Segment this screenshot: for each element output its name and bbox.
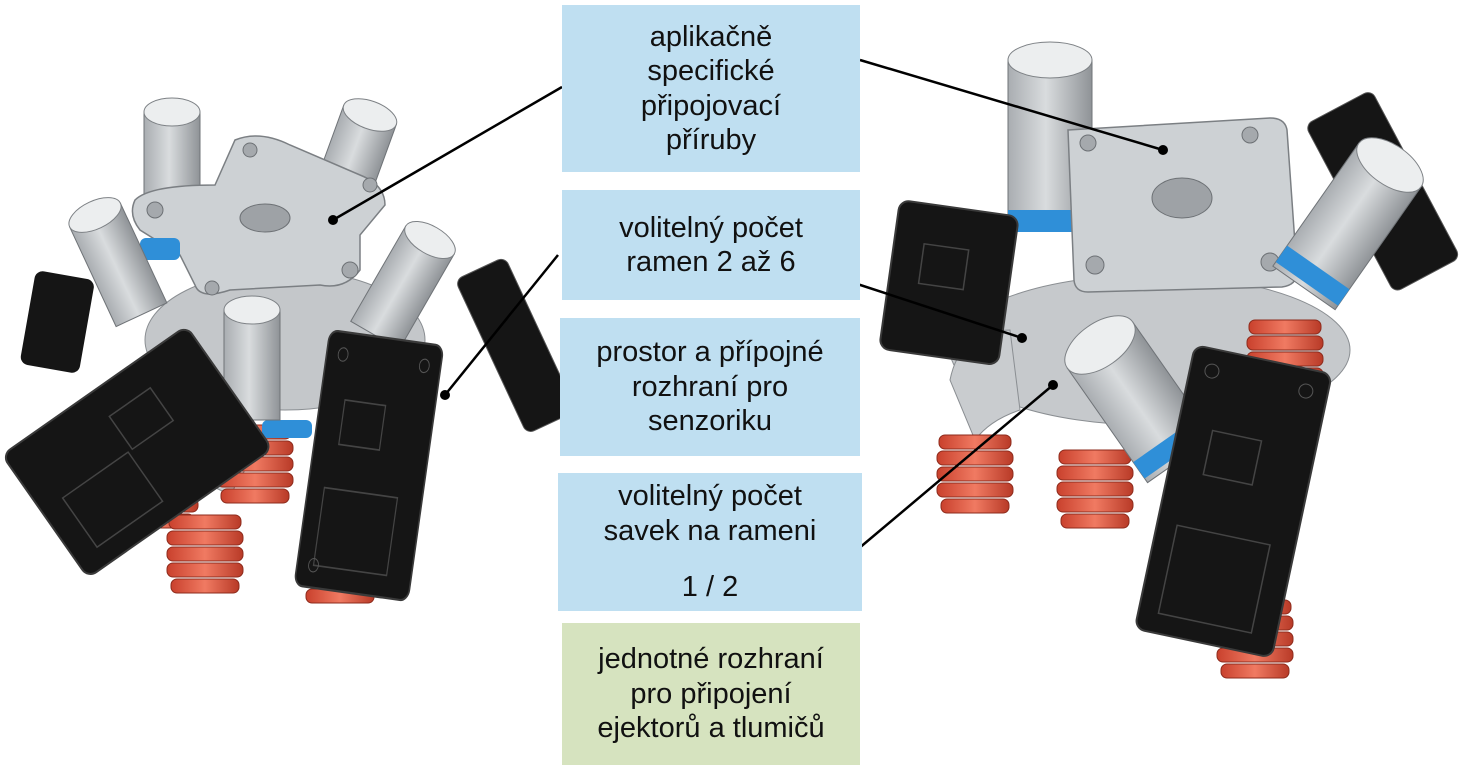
callout-sensor-text: prostor a přípojné rozhraní pro senzorik… xyxy=(596,336,824,438)
arm-cylinder xyxy=(1272,137,1424,311)
sensor-housing xyxy=(879,200,1019,365)
sensor-housing xyxy=(20,271,94,373)
sensor-housing xyxy=(457,258,575,432)
blue-ring xyxy=(262,420,312,438)
callout-cups-count: 1 / 2 xyxy=(681,571,739,604)
callout-sensor: prostor a přípojné rozhraní pro senzorik… xyxy=(560,318,860,456)
sensor-housing xyxy=(1135,345,1332,657)
callout-interface-text: jednotné rozhraní pro připojení ejektorů… xyxy=(597,643,825,745)
leader-dot xyxy=(1048,380,1058,390)
suction-cup xyxy=(166,514,244,594)
callout-interface: jednotné rozhraní pro připojení ejektorů… xyxy=(562,623,860,765)
left-gripper xyxy=(4,91,575,604)
blue-ring xyxy=(140,238,180,260)
leader-line-flange-left xyxy=(332,85,563,222)
leader-line-cups xyxy=(844,384,1054,561)
leader-dot xyxy=(440,390,450,400)
leader-line-arms xyxy=(444,254,559,396)
arm-cylinder xyxy=(350,213,462,350)
sensor-housing xyxy=(4,328,270,575)
leader-line-flange-right xyxy=(859,58,1164,152)
suction-cup xyxy=(1056,449,1134,529)
callout-cups-text: volitelný počet savek na rameni xyxy=(603,480,817,547)
right-gripper xyxy=(879,41,1459,679)
leader-dot xyxy=(328,215,338,225)
leader-lines xyxy=(332,58,1164,561)
leader-dot xyxy=(1017,333,1027,343)
callout-flange: aplikačně specifické připojovací příruby xyxy=(562,5,860,172)
callout-arms: volitelný počet ramen 2 až 6 xyxy=(562,190,860,300)
callout-arms-text: volitelný počet ramen 2 až 6 xyxy=(619,211,803,279)
flange-center-hole xyxy=(1151,177,1213,219)
callout-cups: volitelný počet savek na rameni 1 / 2 xyxy=(558,473,862,611)
callout-flange-text: aplikačně specifické připojovací příruby xyxy=(640,20,782,157)
leader-line-sensor xyxy=(844,278,1023,340)
leader-dot xyxy=(1158,145,1168,155)
flange-center-hole xyxy=(239,203,291,233)
